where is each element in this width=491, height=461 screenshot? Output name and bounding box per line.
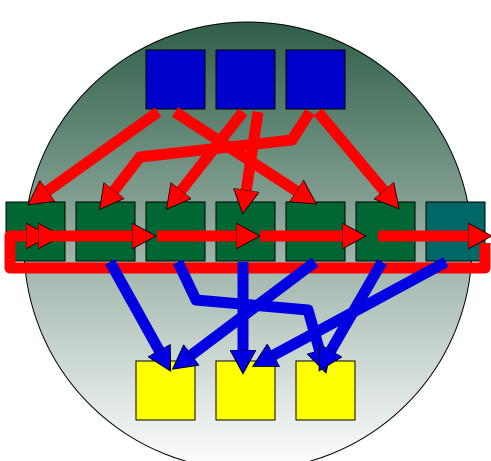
red-arrow: [246, 111, 264, 192]
output-layer: [135, 360, 356, 421]
red-loop-bar: [4, 236, 491, 274]
blue-arrow: [272, 257, 449, 356]
red-arrow: [46, 107, 162, 192]
input-node: [215, 49, 276, 110]
blue-arrows-middle-to-output: [105, 257, 449, 356]
input-layer: [145, 49, 346, 110]
red-arrow: [113, 109, 315, 192]
blue-arrow: [105, 259, 160, 352]
output-node: [135, 360, 196, 421]
input-node: [145, 49, 206, 110]
red-loop-path: [4, 236, 491, 274]
red-arrows-input-to-middle: [46, 107, 385, 192]
blue-arrow: [190, 257, 319, 356]
output-node: [295, 360, 356, 421]
input-node: [285, 49, 346, 110]
red-arrow: [313, 108, 385, 192]
output-node: [215, 360, 276, 421]
red-arrow: [172, 107, 298, 192]
